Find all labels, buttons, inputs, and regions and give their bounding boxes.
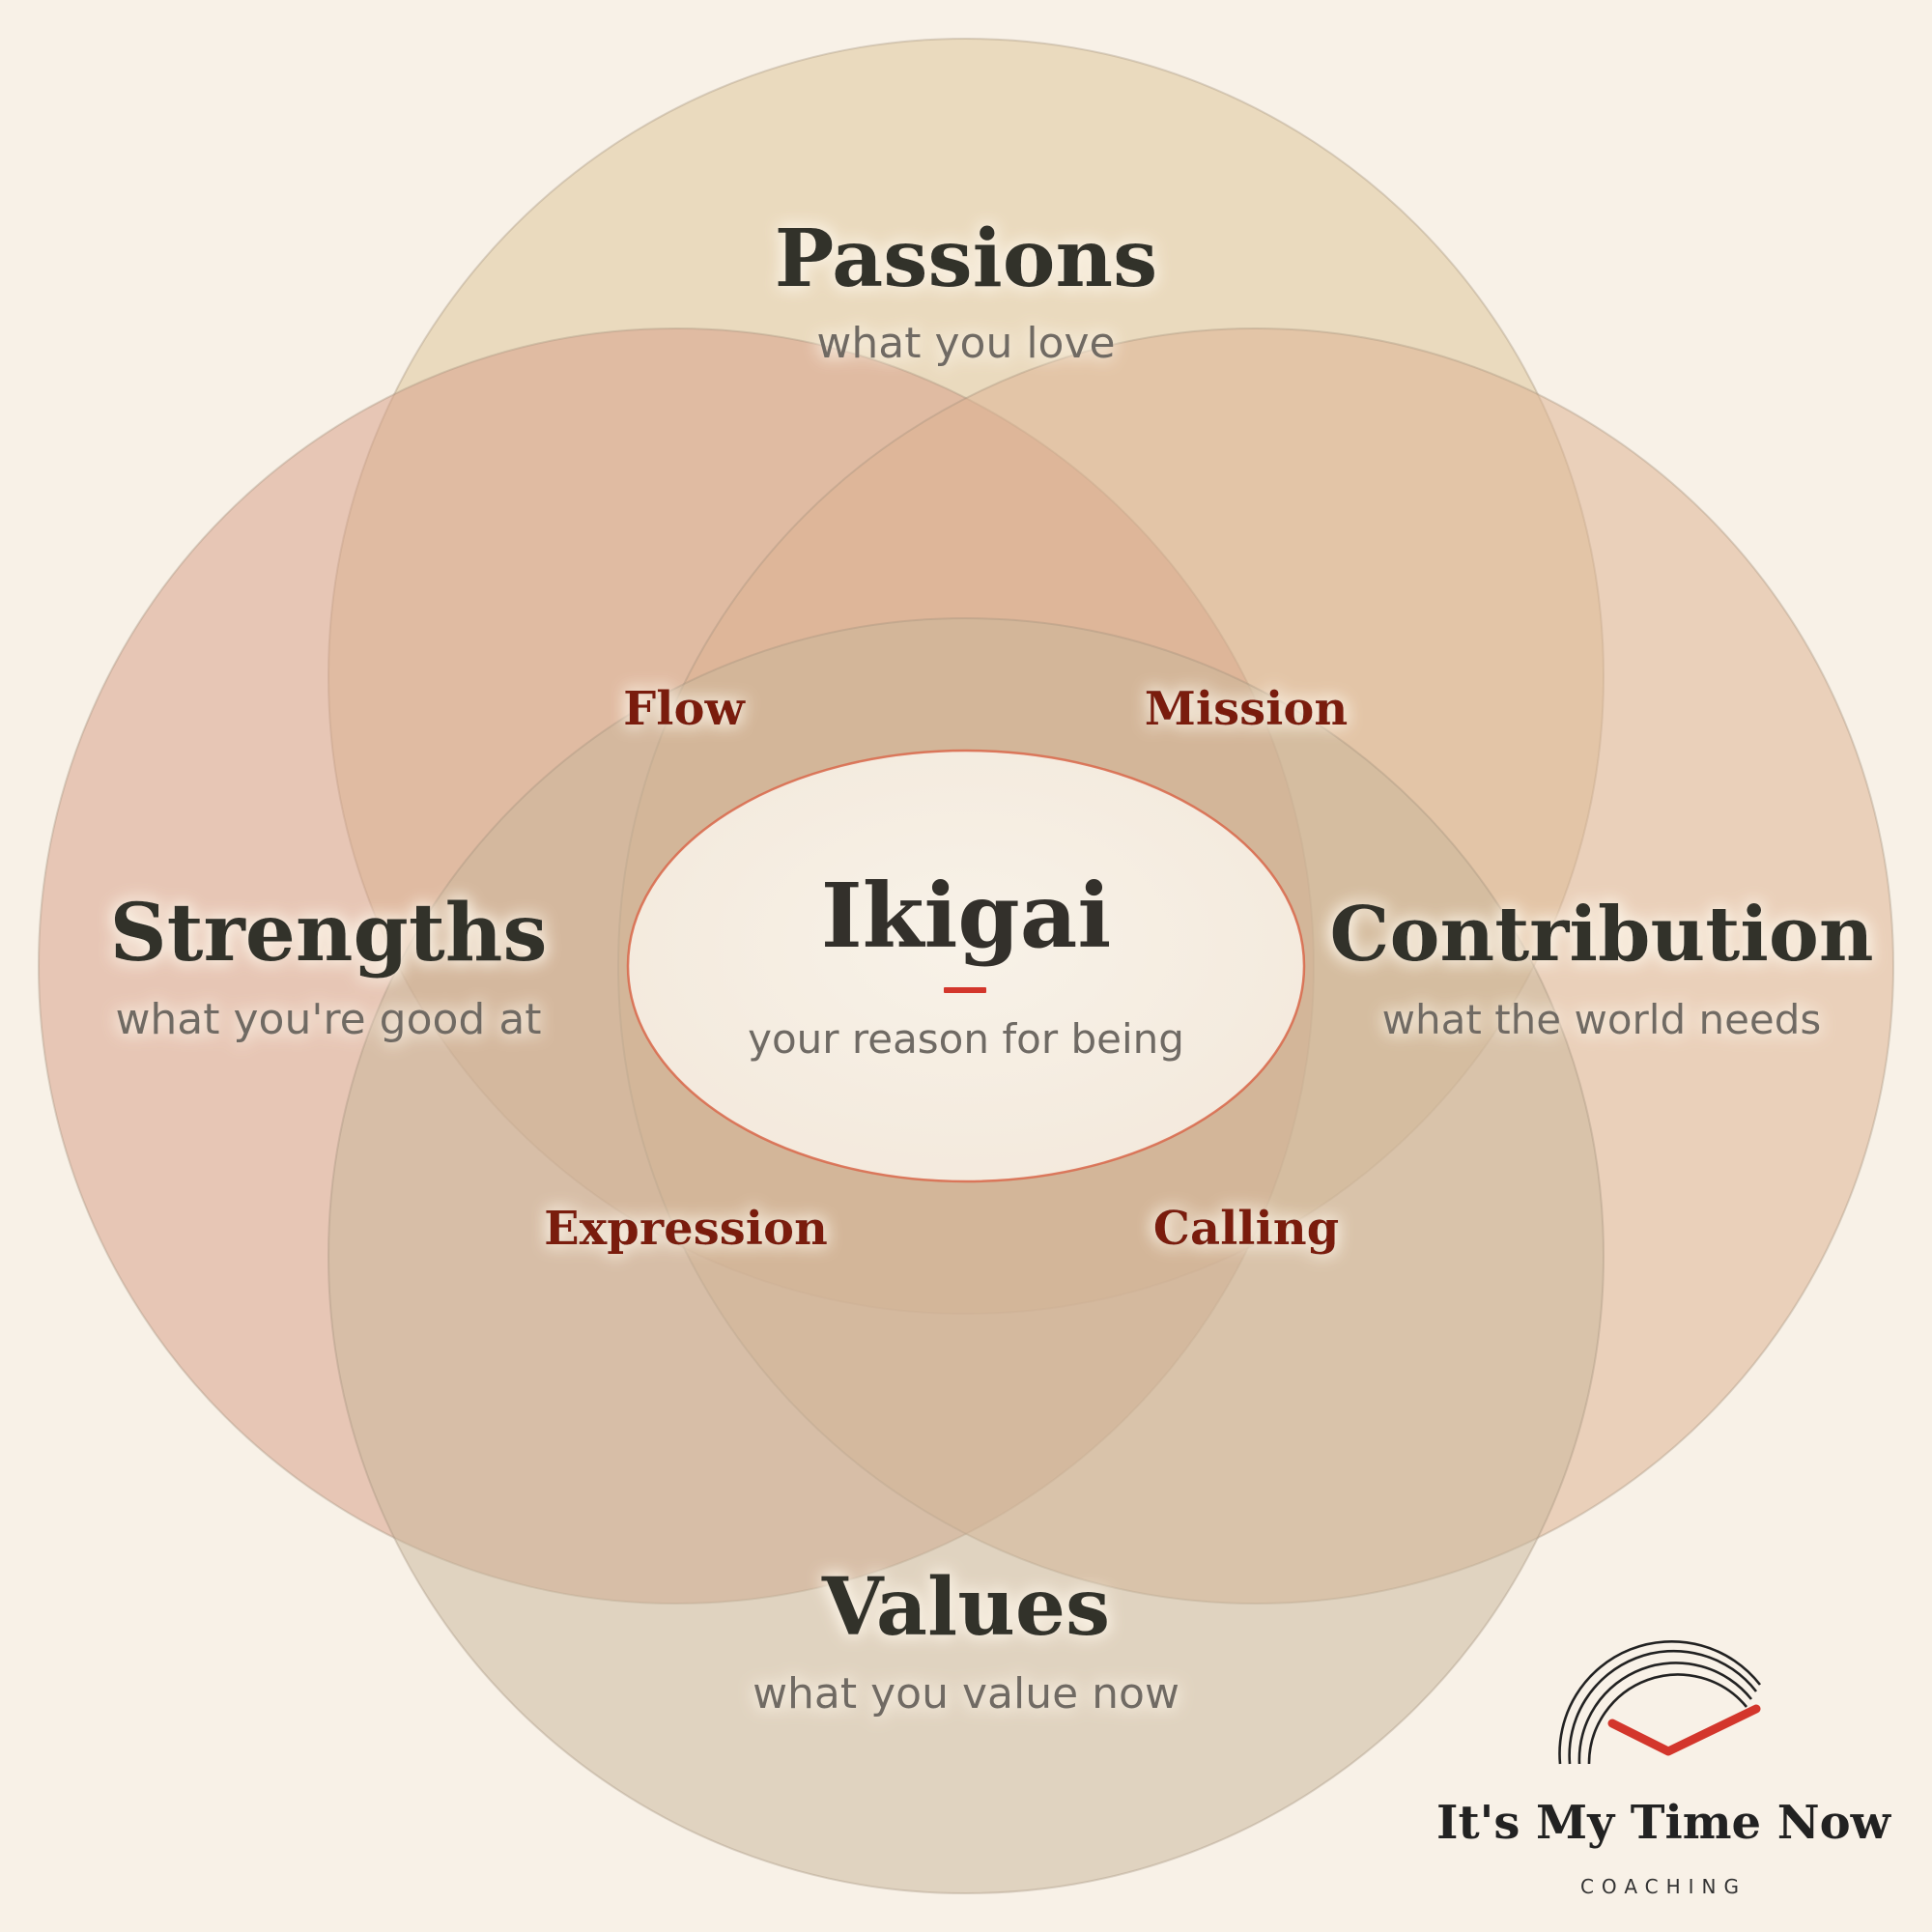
passions-title: Passions [775,213,1158,305]
ikigai-title: Ikigai [821,864,1112,968]
expression-label: Expression [544,1202,828,1256]
clock-arc-check-icon [1558,1640,1762,1765]
brand-name: It's My Time Now [1436,1796,1892,1850]
flow-label: Flow [623,682,746,736]
values-title: Values [821,1561,1110,1654]
passions-subtitle: what you love [816,319,1115,368]
ikigai-underline-accent [944,987,986,993]
contribution-title: Contribution [1329,891,1873,979]
strengths-title: Strengths [109,887,547,980]
calling-label: Calling [1153,1202,1339,1256]
contribution-subtitle: what the world needs [1382,996,1822,1043]
ikigai-core [626,749,1306,1183]
strengths-subtitle: what you're good at [115,995,541,1044]
mission-label: Mission [1145,682,1349,736]
brand-tagline: COACHING [1580,1875,1747,1898]
values-subtitle: what you value now [753,1669,1179,1719]
ikigai-subtitle: your reason for being [748,1015,1184,1063]
